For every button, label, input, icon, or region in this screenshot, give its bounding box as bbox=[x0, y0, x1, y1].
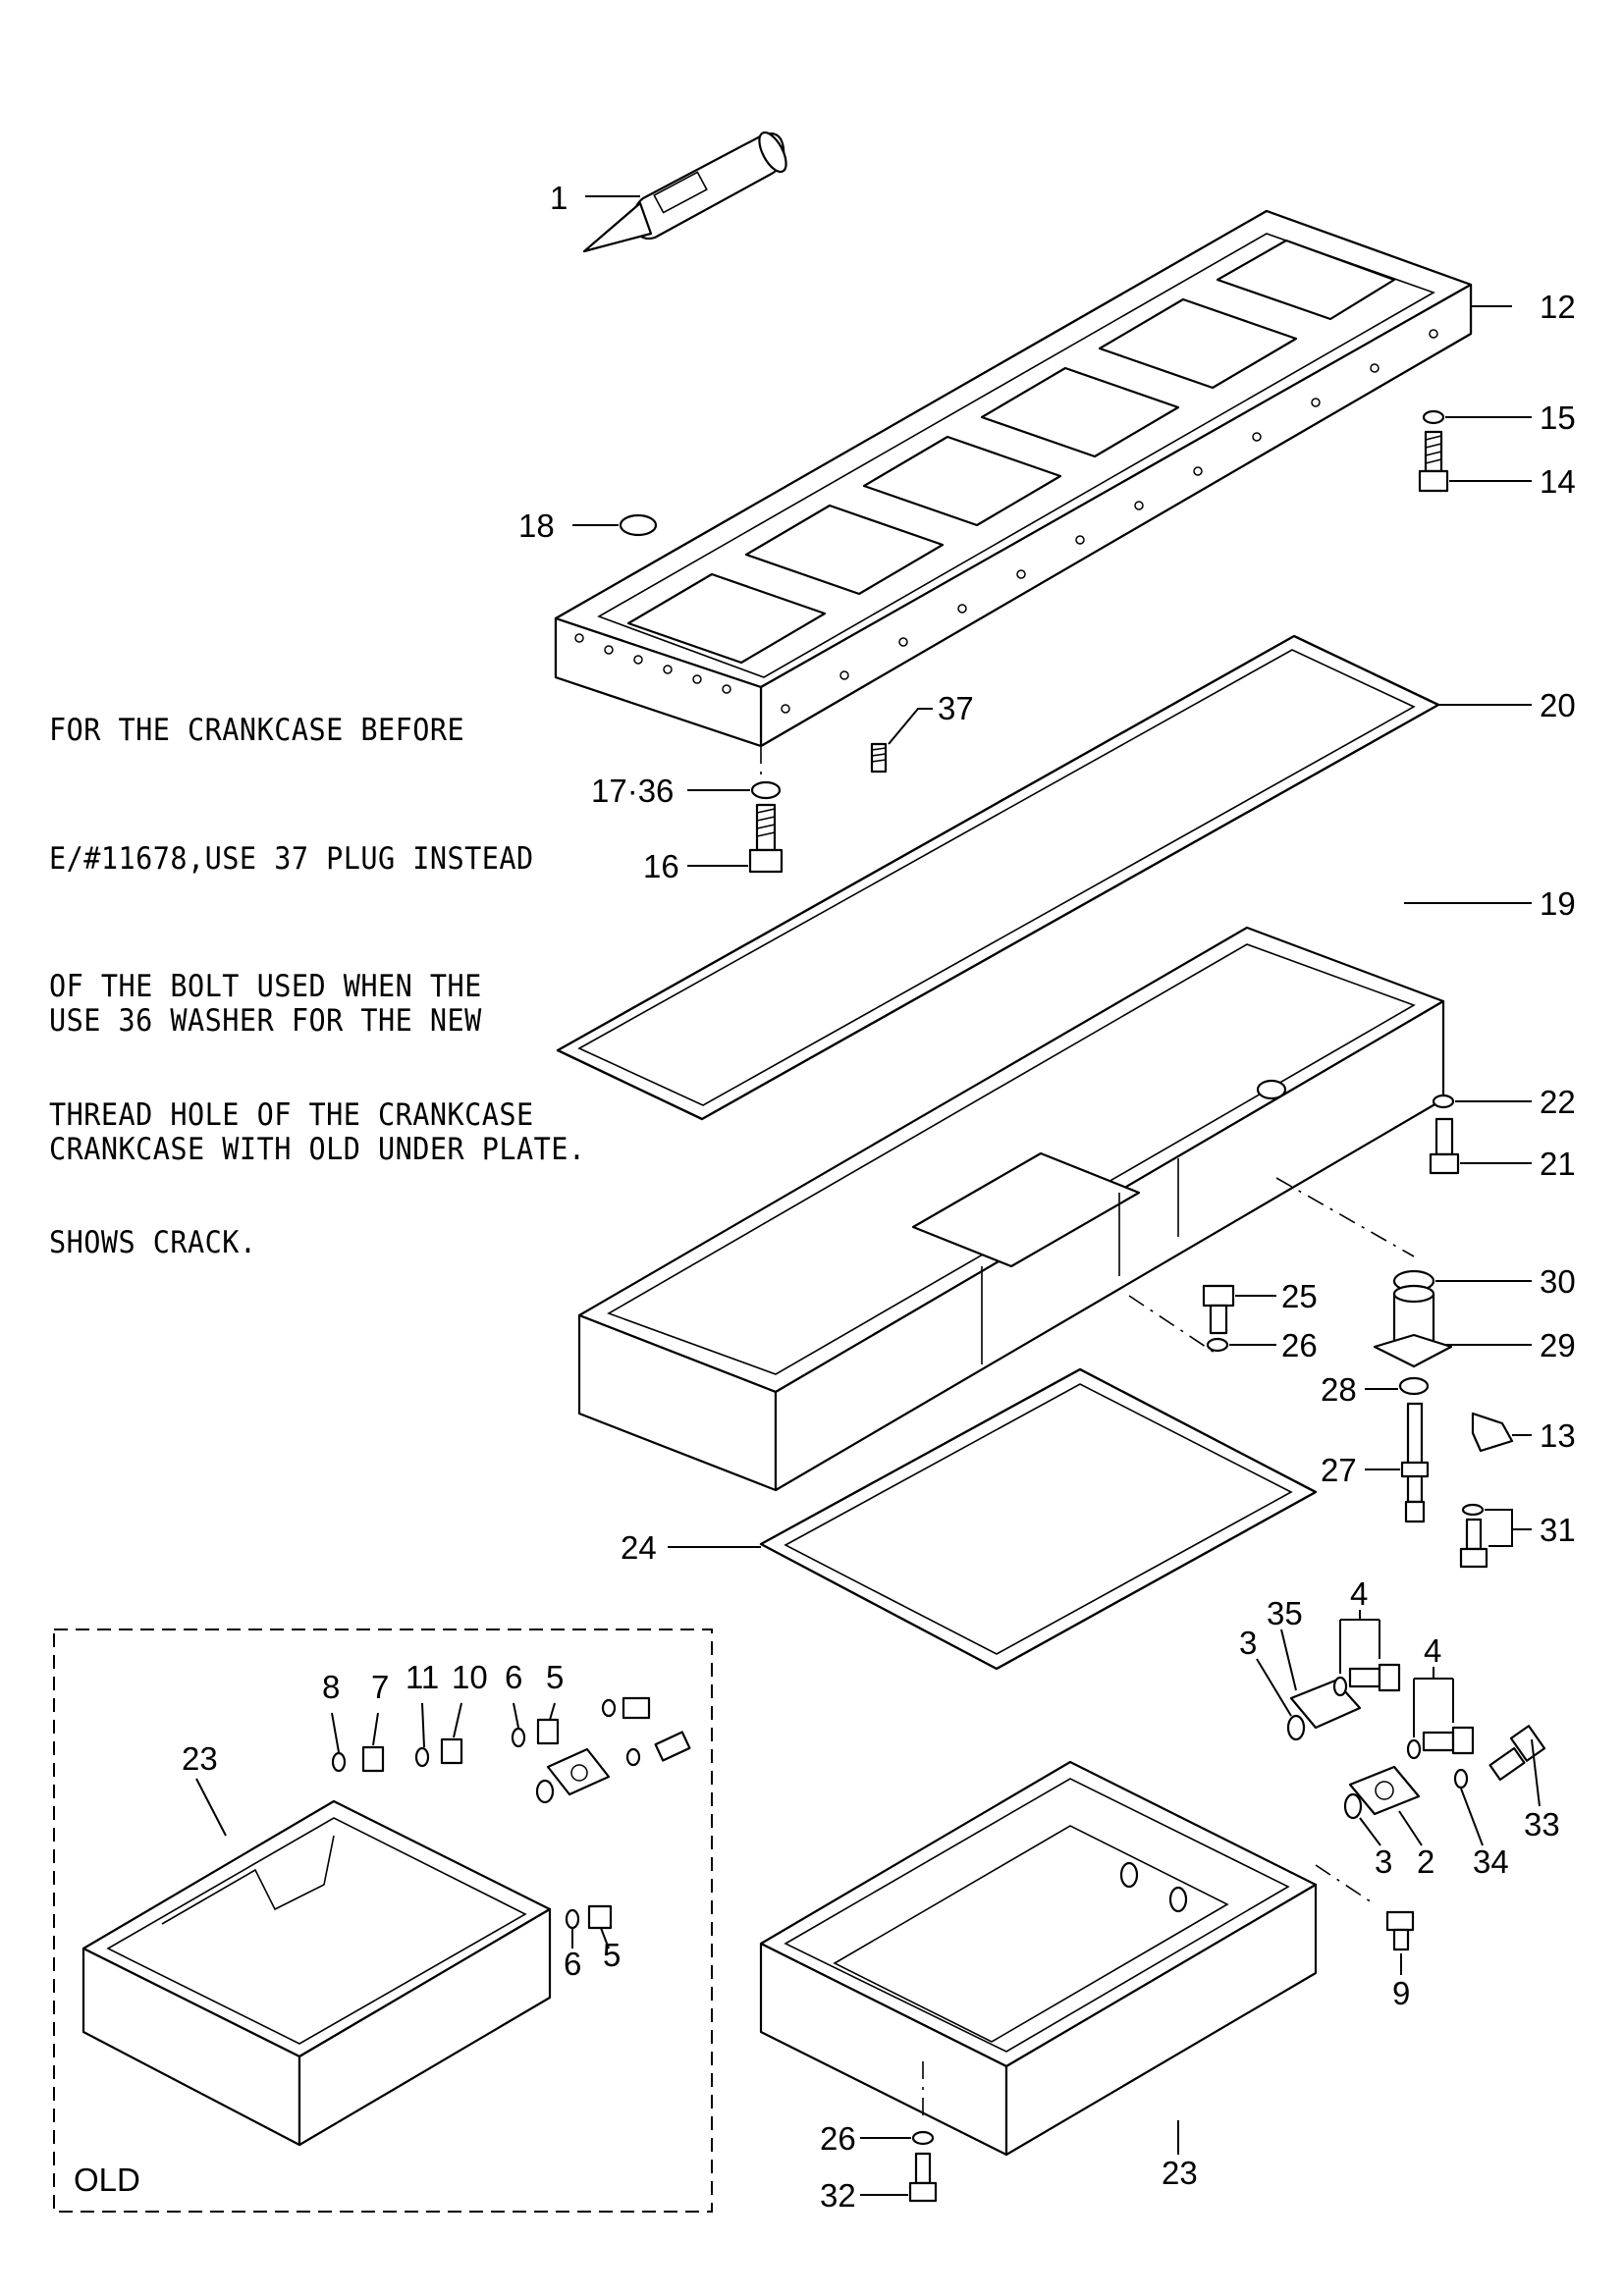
callout-27: 27 bbox=[1321, 1452, 1357, 1488]
callout-5: 5 bbox=[546, 1659, 564, 1695]
callout-16: 16 bbox=[643, 848, 679, 884]
callout-5: 5 bbox=[603, 1937, 621, 1973]
note-line: THREAD HOLE OF THE CRANKCASE bbox=[49, 1096, 534, 1133]
callout-24: 24 bbox=[621, 1529, 657, 1566]
callout-26: 26 bbox=[820, 2120, 856, 2157]
washer bbox=[1422, 409, 1445, 425]
callout-12: 12 bbox=[1540, 289, 1576, 325]
old-oil-pan bbox=[81, 1778, 552, 2147]
o-ring bbox=[1286, 1714, 1306, 1741]
callout-23: 23 bbox=[182, 1740, 218, 1777]
callout-32: 32 bbox=[820, 2177, 856, 2214]
callout-4: 4 bbox=[1350, 1575, 1368, 1612]
callout-35: 35 bbox=[1267, 1595, 1303, 1631]
washer bbox=[1453, 1768, 1469, 1789]
upper-gasket bbox=[556, 634, 1532, 1121]
old-version-box bbox=[53, 1629, 713, 2213]
callout-3: 3 bbox=[1239, 1625, 1257, 1661]
callout-33: 33 bbox=[1524, 1806, 1560, 1842]
callout-31: 31 bbox=[1540, 1512, 1576, 1548]
relief-valve bbox=[1400, 1402, 1430, 1523]
callout-14: 14 bbox=[1540, 463, 1576, 500]
note-line: SHOWS CRACK. bbox=[49, 1225, 257, 1260]
washer bbox=[750, 780, 782, 800]
callout-4: 4 bbox=[1424, 1632, 1441, 1669]
lower-gasket bbox=[668, 1367, 1318, 1671]
washer bbox=[911, 2130, 935, 2146]
callout-1: 1 bbox=[550, 180, 568, 216]
callout-21: 21 bbox=[1540, 1146, 1576, 1182]
callout-37: 37 bbox=[938, 690, 974, 726]
callout-7: 7 bbox=[371, 1669, 389, 1705]
callout-23: 23 bbox=[1162, 2155, 1198, 2191]
bolt bbox=[1202, 1284, 1235, 1335]
callout-8: 8 bbox=[322, 1669, 340, 1705]
bolt bbox=[748, 803, 784, 874]
bolt bbox=[1418, 430, 1449, 493]
callout-6: 6 bbox=[564, 1946, 581, 1982]
callout-17-36: 17·36 bbox=[591, 773, 674, 809]
sealant-tube bbox=[582, 131, 787, 253]
bracket bbox=[1471, 1412, 1514, 1453]
callout-3: 3 bbox=[1375, 1843, 1392, 1880]
drain-sensor bbox=[1488, 1725, 1546, 1782]
o-ring bbox=[619, 513, 658, 537]
washer bbox=[1432, 1094, 1455, 1109]
drain-plug bbox=[1385, 1910, 1415, 1951]
frame-bolt-holes bbox=[574, 329, 1438, 714]
flange-plate bbox=[1348, 1765, 1421, 1816]
callout-13: 13 bbox=[1540, 1417, 1576, 1454]
callout-18: 18 bbox=[518, 507, 555, 544]
callout-28: 28 bbox=[1321, 1371, 1357, 1408]
plug bbox=[870, 742, 888, 774]
seal-ring bbox=[1398, 1376, 1430, 1396]
bolt bbox=[1406, 1726, 1475, 1760]
old-fittings bbox=[331, 1696, 691, 1949]
oil-pan-lower bbox=[759, 1760, 1318, 2157]
crankcase-note: FOR THE CRANKCASE BEFORE E/#11678,USE 37… bbox=[49, 624, 534, 1351]
callout-30: 30 bbox=[1540, 1263, 1576, 1300]
bolt bbox=[908, 2152, 938, 2203]
callout-10: 10 bbox=[452, 1659, 488, 1695]
bolt bbox=[1332, 1663, 1401, 1697]
note-line: USE 36 WASHER FOR THE NEW bbox=[49, 1003, 482, 1039]
note-line: CRANKCASE WITH OLD UNDER PLATE. bbox=[49, 1131, 586, 1167]
washer-note: USE 36 WASHER FOR THE NEW CRANKCASE WITH… bbox=[49, 915, 586, 1256]
frame-bays bbox=[626, 239, 1396, 665]
old-label: OLD bbox=[74, 2162, 140, 2198]
callout-34: 34 bbox=[1473, 1843, 1509, 1880]
callout-11: 11 bbox=[406, 1659, 439, 1695]
crankcase-frame bbox=[554, 209, 1512, 748]
bolt bbox=[1429, 1117, 1460, 1175]
callout-20: 20 bbox=[1540, 687, 1576, 723]
callout-9: 9 bbox=[1392, 1975, 1410, 2011]
callout-6: 6 bbox=[505, 1659, 522, 1695]
callout-22: 22 bbox=[1540, 1084, 1576, 1120]
callout-15: 15 bbox=[1540, 400, 1576, 436]
note-line: FOR THE CRANKCASE BEFORE bbox=[49, 713, 465, 748]
callout-26: 26 bbox=[1281, 1327, 1318, 1363]
note-line: OF THE BOLT USED WHEN THE bbox=[49, 969, 482, 1004]
strainer-pipe bbox=[1373, 1284, 1453, 1368]
callout-25: 25 bbox=[1281, 1278, 1318, 1314]
washer bbox=[1206, 1337, 1229, 1353]
callout-2: 2 bbox=[1417, 1843, 1434, 1880]
note-line: E/#11678,USE 37 PLUG INSTEAD bbox=[49, 840, 534, 877]
callout-19: 19 bbox=[1540, 885, 1576, 922]
callout-29: 29 bbox=[1540, 1327, 1576, 1363]
oil-pan-upper bbox=[577, 902, 1532, 1492]
bolt bbox=[1459, 1503, 1488, 1569]
o-ring bbox=[1343, 1792, 1363, 1820]
